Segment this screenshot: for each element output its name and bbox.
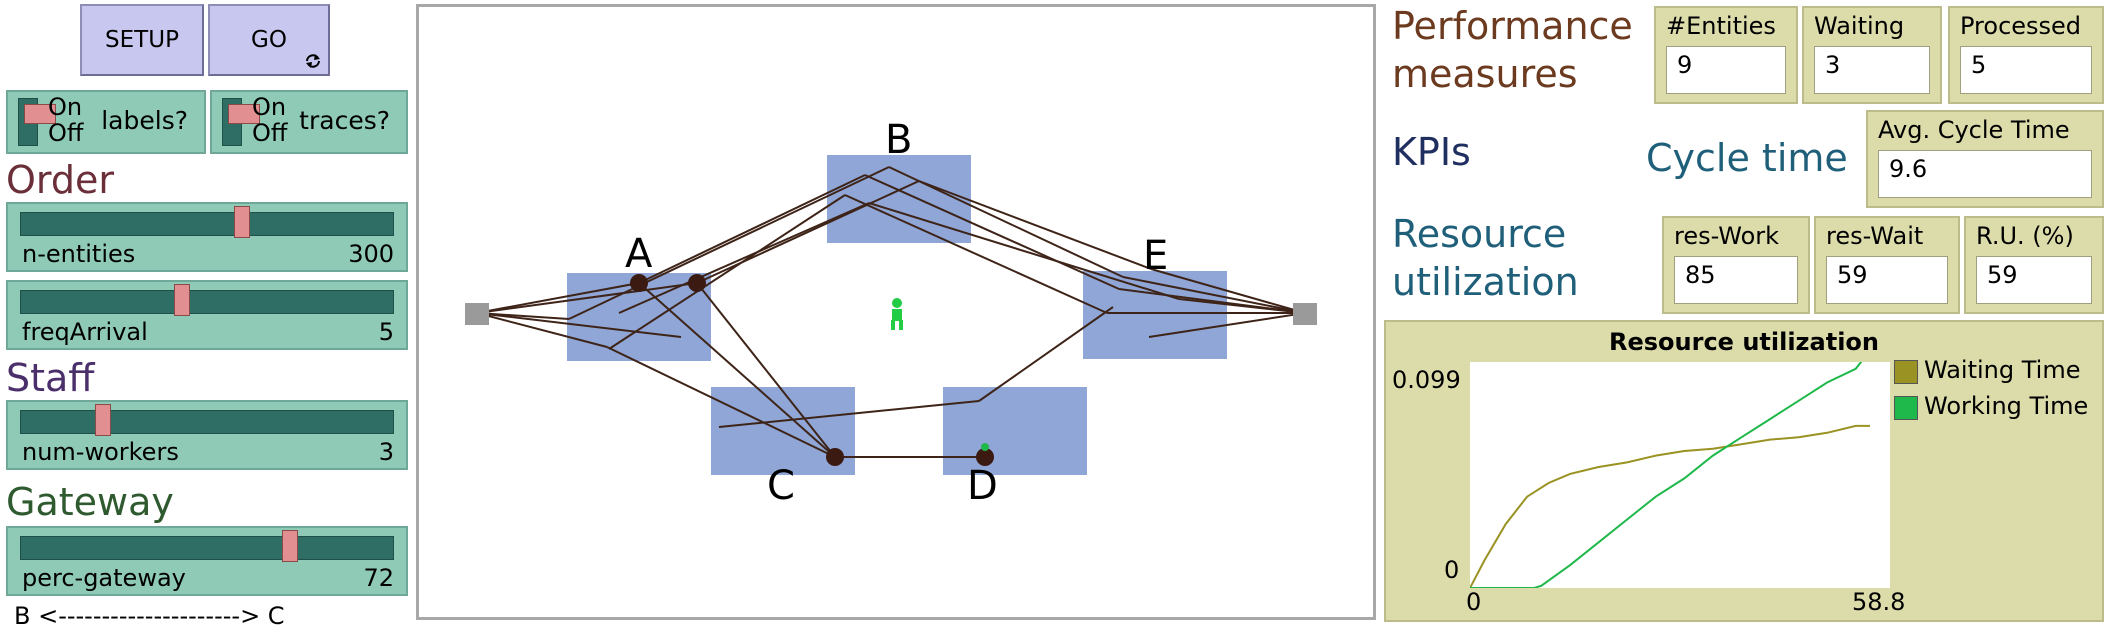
slider-name: perc-gateway <box>22 564 186 592</box>
monitor-value: 59 <box>1826 256 1948 304</box>
zone-b <box>827 155 971 243</box>
slider-track <box>20 536 394 560</box>
sink-node <box>1293 303 1317 325</box>
slider-track <box>20 212 394 236</box>
y-tick-max: 0.099 <box>1392 366 1461 394</box>
slider-value: 3 <box>378 438 394 466</box>
monitor-res-work: res-Work 85 <box>1662 216 1810 314</box>
monitor-entities: #Entities 9 <box>1654 6 1798 104</box>
series-line-waiting <box>1470 424 1870 588</box>
zone-e <box>1083 271 1227 359</box>
plot-area <box>1470 362 1890 588</box>
zone-label-e: E <box>1143 233 1169 279</box>
monitor-label: Avg. Cycle Time <box>1878 116 2070 144</box>
legend-label-working: Working Time <box>1924 392 2089 420</box>
monitor-label: res-Wait <box>1826 222 1924 250</box>
entity <box>976 448 994 466</box>
monitor-value: 9.6 <box>1878 150 2092 198</box>
forever-icon <box>306 54 320 68</box>
go-button[interactable]: GO <box>208 4 330 76</box>
slider-track <box>20 410 394 434</box>
slider-knob[interactable] <box>173 284 190 316</box>
slider-n-entities[interactable]: n-entities 300 <box>6 202 408 272</box>
world-view[interactable]: A B C D E <box>416 4 1376 620</box>
zone-label-c: C <box>767 463 795 509</box>
switch-track <box>222 98 260 146</box>
section-order: Order <box>6 158 114 202</box>
plot-svg <box>1470 362 1870 588</box>
source-node <box>465 303 489 325</box>
worker-small <box>981 443 989 451</box>
entity <box>688 274 706 292</box>
zone-label-d: D <box>967 463 998 509</box>
kpis-header: KPIs <box>1392 130 1471 174</box>
monitor-waiting: Waiting 3 <box>1802 6 1942 104</box>
switch-off-label: Off <box>48 119 84 147</box>
slider-name: freqArrival <box>22 318 148 346</box>
process-traces <box>465 166 1317 466</box>
x-tick-max: 58.8 <box>1852 588 1906 616</box>
monitor-processed: Processed 5 <box>1948 6 2104 104</box>
slider-track <box>20 290 394 314</box>
slider-knob[interactable] <box>95 404 112 436</box>
switch-name-labels: labels? <box>101 106 188 135</box>
legend-swatch-waiting <box>1894 360 1918 384</box>
slider-freqarrival[interactable]: freqArrival 5 <box>6 280 408 350</box>
switch-on-label: On <box>252 93 287 121</box>
switch-knob <box>24 104 56 124</box>
legend-swatch-working <box>1894 396 1918 420</box>
labels-switch[interactable]: On Off labels? <box>6 90 206 154</box>
slider-name: n-entities <box>22 240 136 268</box>
traces-switch[interactable]: On Off traces? <box>210 90 408 154</box>
entity <box>826 448 844 466</box>
plot-title: Resource utilization <box>1609 328 1879 356</box>
switch-name-traces: traces? <box>299 106 390 135</box>
slider-value: 72 <box>363 564 394 592</box>
slider-knob[interactable] <box>233 206 250 238</box>
monitor-value: 9 <box>1666 46 1786 94</box>
monitor-label: Waiting <box>1814 12 1905 40</box>
switch-track <box>18 98 56 146</box>
section-staff: Staff <box>6 356 95 400</box>
slider-name: num-workers <box>22 438 179 466</box>
cycle-time-header: Cycle time <box>1646 136 1848 180</box>
monitor-value: 5 <box>1960 46 2092 94</box>
switch-off-label: Off <box>252 119 288 147</box>
zone-label-a: A <box>625 231 653 277</box>
x-tick-min: 0 <box>1466 588 1482 616</box>
slider-value: 300 <box>348 240 394 268</box>
switch-on-label: On <box>48 93 83 121</box>
performance-measures-header: Performance measures <box>1392 4 1633 96</box>
monitor-value: 59 <box>1976 256 2092 304</box>
worker-person <box>891 298 903 330</box>
monitor-value: 85 <box>1674 256 1798 304</box>
monitor-label: R.U. (%) <box>1976 222 2074 250</box>
y-tick-min: 0 <box>1444 556 1460 584</box>
switch-knob <box>228 104 260 124</box>
slider-value: 5 <box>378 318 394 346</box>
gateway-hint: B <---------------------> C <box>14 602 285 630</box>
monitor-avg-cycle-time: Avg. Cycle Time 9.6 <box>1866 110 2104 208</box>
slider-knob[interactable] <box>282 530 299 562</box>
monitor-label: #Entities <box>1666 12 1776 40</box>
monitor-res-wait: res-Wait 59 <box>1814 216 1960 314</box>
zone-label-b: B <box>885 117 913 163</box>
entity <box>630 274 648 292</box>
go-label: GO <box>251 27 287 53</box>
series-line-working <box>1470 362 1863 588</box>
section-gateway: Gateway <box>6 480 174 524</box>
monitor-ru: R.U. (%) 59 <box>1964 216 2104 314</box>
resource-utilization-header: Resource utilization <box>1392 212 1579 304</box>
monitor-value: 3 <box>1814 46 1930 94</box>
setup-button[interactable]: SETUP <box>80 4 204 76</box>
resource-utilization-plot[interactable]: Resource utilization 0.099 0 0 58.8 Wait… <box>1384 320 2104 622</box>
setup-label: SETUP <box>105 27 179 53</box>
monitor-label: Processed <box>1960 12 2082 40</box>
slider-num-workers[interactable]: num-workers 3 <box>6 400 408 470</box>
slider-perc-gateway[interactable]: perc-gateway 72 <box>6 526 408 596</box>
legend-label-waiting: Waiting Time <box>1924 356 2081 384</box>
monitor-label: res-Work <box>1674 222 1780 250</box>
